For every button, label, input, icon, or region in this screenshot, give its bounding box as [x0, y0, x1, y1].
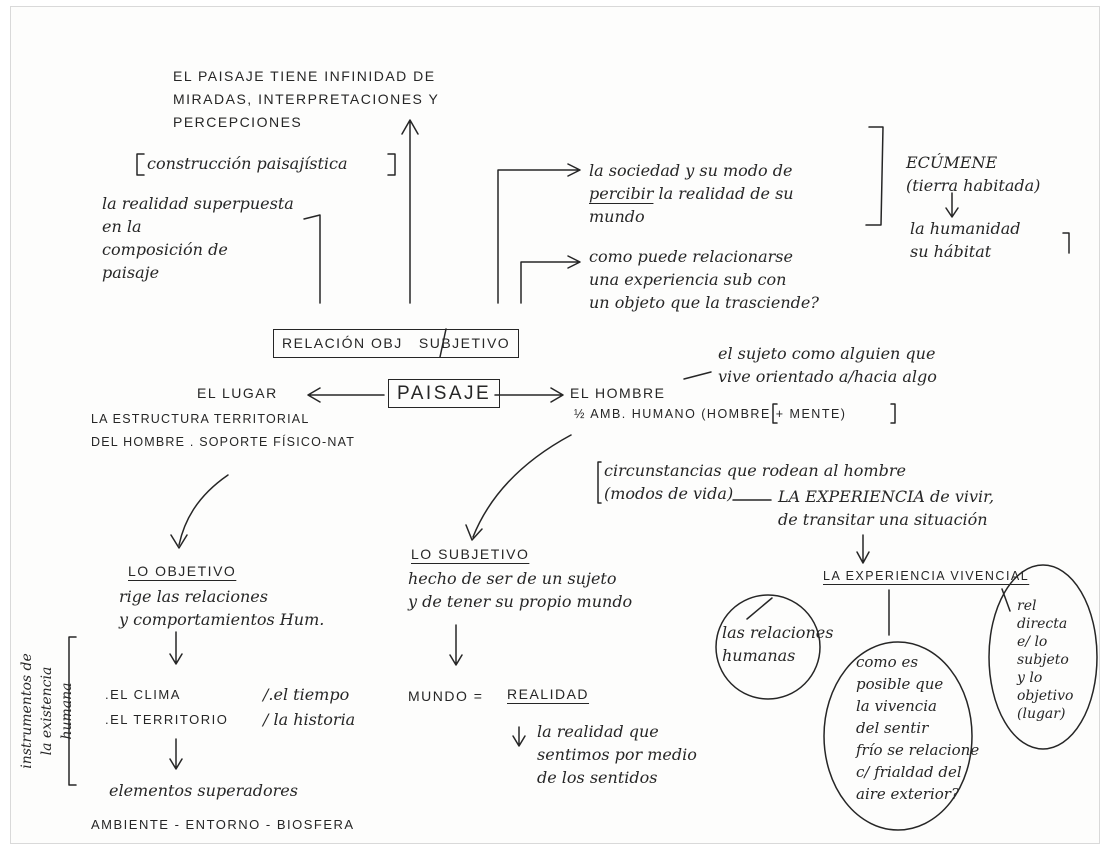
- circle-relaciones-humanas: [715, 594, 821, 700]
- realidad-superpuesta-note: la realidad superpuesta en la composició…: [102, 194, 294, 282]
- estructura-note: LA ESTRUCTURA TERRITORIAL DEL HOMBRE . S…: [91, 412, 356, 449]
- relacion-box: RELACIÓN OBJ SUBJETIVO: [273, 329, 520, 358]
- relacion-obj: RELACIÓN OBJ: [282, 335, 403, 351]
- instrumentos-note: instrumentos de la existencia humana: [19, 653, 75, 769]
- lo-objetivo-node: LO OBJETIVO: [128, 563, 237, 579]
- relacion-gap: [403, 335, 419, 351]
- connector-lines: [68, 119, 1098, 831]
- sociedad-part-c: la realidad de su: [653, 184, 794, 203]
- experiencia-vivir-note: LA EXPERIENCIA de vivir, de transitar un…: [778, 487, 995, 529]
- relacion-divider: [439, 328, 447, 358]
- bracket-humanidad: [1062, 232, 1070, 254]
- realidad-label: REALIDAD: [507, 686, 590, 702]
- bracket-amb-humano: [772, 403, 896, 424]
- line-sujeto: [683, 371, 712, 380]
- circunstancias-note: circunstancias que rodean al hombre (mod…: [604, 461, 906, 503]
- ambiente-note: AMBIENTE - ENTORNO - BIOSFERA: [91, 817, 355, 832]
- bracket-instrumentos: [68, 636, 77, 786]
- mundo-label: MUNDO =: [408, 688, 484, 704]
- arrow-to-el-hombre: [494, 387, 564, 403]
- sociedad-note: la sociedad y su modo de percibir la real…: [589, 159, 794, 228]
- arrow-to-clima: [169, 631, 183, 665]
- sociedad-part-a: la sociedad y su modo de: [589, 161, 793, 180]
- humanidad-note: la humanidad su hábitat: [910, 219, 1021, 261]
- circle-rel-directa: [988, 564, 1098, 750]
- realidad-sentidos-note: la realidad que sentimos por medio de lo…: [537, 722, 697, 787]
- elementos-note: elementos superadores: [109, 781, 298, 800]
- lo-subjetivo-node: LO SUBJETIVO: [411, 546, 530, 562]
- rige-note: rige las relaciones y comportamientos Hu…: [119, 587, 325, 629]
- clima-territorio-list: .EL CLIMA .EL TERRITORIO: [105, 687, 229, 727]
- construccion-note: construcción paisajística: [147, 154, 348, 173]
- sociedad-part-d: mundo: [589, 207, 645, 226]
- el-lugar-node: EL LUGAR: [197, 385, 278, 401]
- arrow-to-elementos: [169, 738, 183, 770]
- experiencia-question-note: como puede relacionarse una experiencia …: [589, 247, 819, 312]
- paisaje-node: PAISAJE: [388, 379, 501, 408]
- ecumene-note: ECÚMENE (tierra habitada): [906, 153, 1041, 195]
- arrow-to-experiencia-question: [520, 255, 581, 304]
- circle-como-posible: [823, 641, 973, 831]
- arrow-to-vivencial: [856, 534, 870, 564]
- miradas-note: EL PAISAJE TIENE INFINIDAD DE MIRADAS, I…: [173, 68, 440, 130]
- relacion-sub: SUBJETIVO: [418, 335, 511, 351]
- line-to-rel-directa: [1001, 588, 1011, 612]
- experiencia-vivencial-node: LA EXPERIENCIA VIVENCIAL: [823, 569, 1030, 583]
- line-to-realidad-superpuesta: [303, 214, 321, 304]
- hecho-note: hecho de ser de un sujeto y de tener su …: [408, 569, 633, 611]
- bracket-construccion: [136, 153, 396, 176]
- arrow-to-lo-objetivo: [170, 474, 229, 549]
- sociedad-percibir: percibir: [589, 184, 654, 203]
- arrow-to-sociedad: [497, 163, 581, 304]
- bracket-circunstancias: [597, 461, 602, 504]
- arrow-to-miradas: [401, 119, 419, 304]
- arrow-ecumene-humanidad: [945, 192, 959, 218]
- relaciones-humanas-note: las relaciones humanas: [722, 623, 834, 665]
- arrow-to-mundo: [449, 624, 463, 666]
- rel-directa-note: rel directa e/ lo subjeto y lo objetivo …: [1017, 598, 1074, 722]
- line-to-relaciones: [746, 597, 773, 620]
- notebook-sheet: EL PAISAJE TIENE INFINIDAD DE MIRADAS, I…: [10, 6, 1100, 844]
- sujeto-note: el sujeto como alguien que vive orientad…: [718, 344, 937, 386]
- como-posible-note: como es posible que la vivencia del sent…: [856, 653, 980, 803]
- amb-humano-note: ½ AMB. HUMANO (HOMBRE + MENTE): [574, 407, 847, 421]
- tiempo-historia-list: /.el tiempo / la historia: [263, 685, 356, 729]
- bracket-sociedad: [865, 126, 884, 226]
- arrow-to-lo-subjetivo: [465, 434, 572, 541]
- arrow-to-el-lugar: [307, 387, 385, 403]
- arrow-to-realidad-sentidos: [512, 726, 526, 747]
- el-hombre-node: EL HOMBRE: [570, 385, 666, 401]
